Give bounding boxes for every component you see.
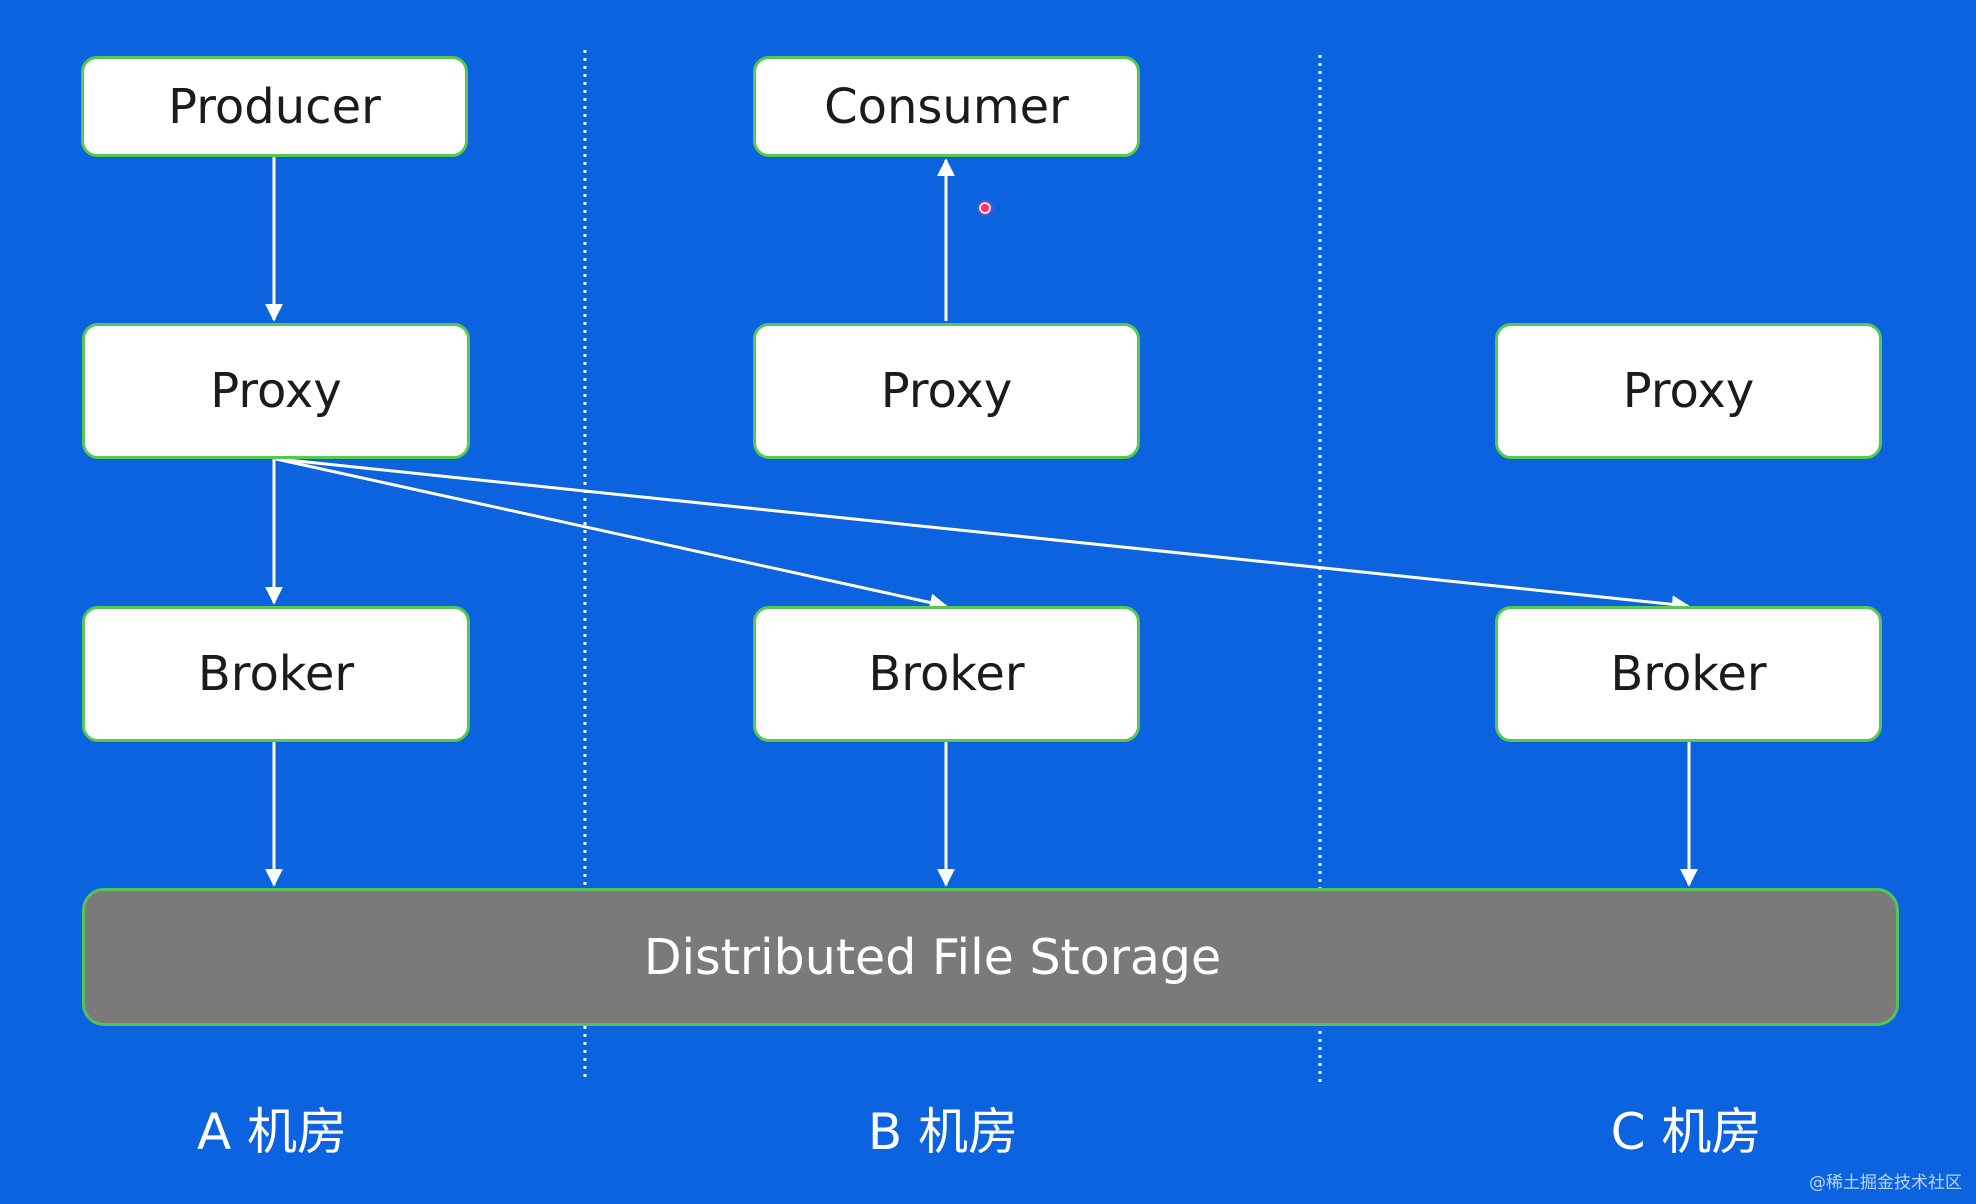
producer-node: Producer xyxy=(81,56,468,157)
zone-label-b: B 机房 xyxy=(867,1103,1019,1161)
storage-label: Distributed File Storage xyxy=(643,928,1222,986)
arrow-proxy-a-to-broker-c xyxy=(277,457,1690,614)
proxy-node-c: Proxy xyxy=(1495,323,1882,459)
mouse-pointer-icon xyxy=(977,200,993,216)
broker-node-c: Broker xyxy=(1495,606,1882,742)
proxy-node-b: Proxy xyxy=(753,323,1140,459)
consumer-node: Consumer xyxy=(753,56,1140,157)
watermark: @稀土掘金技术社区 xyxy=(1809,1173,1962,1193)
broker-node-b: Broker xyxy=(753,606,1140,742)
zone-label-c: C 机房 xyxy=(1610,1103,1762,1161)
arrow-proxy-a-to-broker-b xyxy=(275,457,948,612)
zone-label-a: A 机房 xyxy=(196,1103,348,1161)
broker-node-a: Broker xyxy=(82,606,470,742)
proxy-node-a: Proxy xyxy=(82,323,470,459)
distributed-file-storage: Distributed File Storage xyxy=(82,888,1899,1026)
